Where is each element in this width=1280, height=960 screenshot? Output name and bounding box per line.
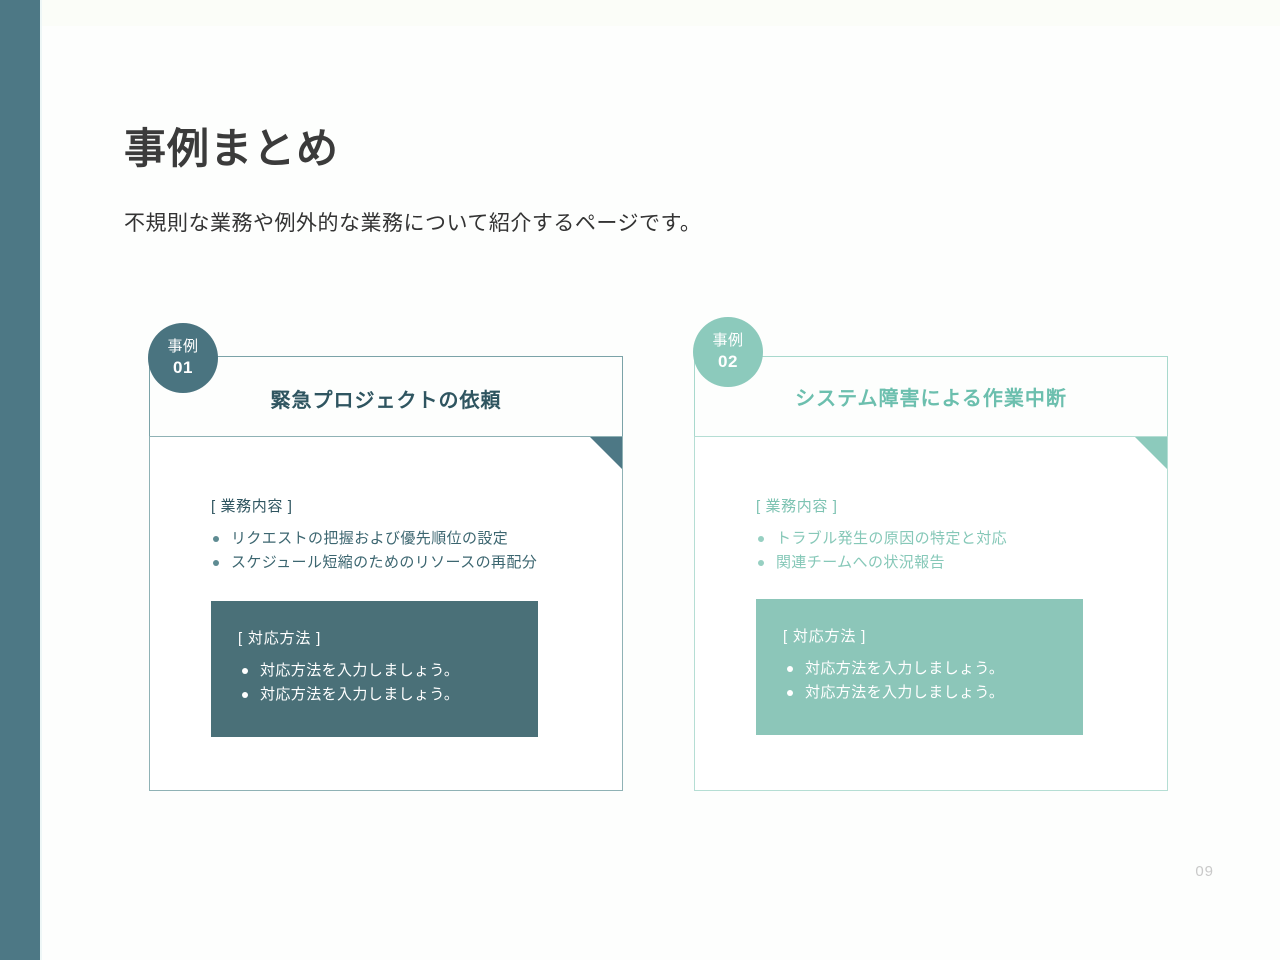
- list-item: トラブル発生の原因の特定と対応: [756, 527, 1116, 551]
- card-title: 緊急プロジェクトの依頼: [270, 390, 502, 412]
- badge-number: 02: [718, 351, 738, 371]
- duties-label: [ 業務内容 ]: [756, 498, 838, 515]
- folded-corner-icon: [1135, 437, 1167, 469]
- duties-list: トラブル発生の原因の特定と対応 関連チームへの状況報告: [756, 527, 1116, 575]
- list-item: 対応方法を入力しましょう。: [238, 683, 538, 707]
- list-item: 関連チームへの状況報告: [756, 551, 1116, 575]
- case-badge-02: 事例 02: [693, 317, 763, 387]
- case-badge-01: 事例 01: [148, 323, 218, 393]
- page-title: 事例まとめ: [124, 125, 340, 173]
- response-list: 対応方法を入力しましょう。 対応方法を入力しましょう。: [238, 659, 538, 707]
- duties-label: [ 業務内容 ]: [211, 498, 293, 515]
- page-number: 09: [1195, 863, 1214, 880]
- left-accent-stripe-edge: [40, 0, 42, 960]
- left-accent-stripe: [0, 0, 40, 960]
- response-box: [ 対応方法 ] 対応方法を入力しましょう。 対応方法を入力しましょう。: [756, 599, 1083, 735]
- response-label: [ 対応方法 ]: [783, 628, 867, 645]
- folded-corner-icon: [590, 437, 622, 469]
- duties-section: [ 業務内容 ] リクエストの把握および優先順位の設定 スケジュール短縮のための…: [211, 495, 571, 575]
- card-inner-frame: [ 業務内容 ] トラブル発生の原因の特定と対応 関連チームへの状況報告 [ 対…: [694, 436, 1168, 791]
- background-wash: [0, 0, 1280, 26]
- duties-section: [ 業務内容 ] トラブル発生の原因の特定と対応 関連チームへの状況報告: [756, 495, 1116, 575]
- badge-label: 事例: [712, 332, 744, 349]
- duties-list: リクエストの把握および優先順位の設定 スケジュール短縮のためのリソースの再配分: [211, 527, 571, 575]
- list-item: 対応方法を入力しましょう。: [783, 681, 1083, 705]
- list-item: リクエストの把握および優先順位の設定: [211, 527, 571, 551]
- list-item: スケジュール短縮のためのリソースの再配分: [211, 551, 571, 575]
- badge-number: 01: [173, 357, 193, 377]
- page-subtitle: 不規則な業務や例外的な業務について紹介するページです。: [124, 212, 702, 235]
- response-list: 対応方法を入力しましょう。 対応方法を入力しましょう。: [783, 657, 1083, 705]
- card-title: システム障害による作業中断: [795, 388, 1067, 410]
- badge-label: 事例: [167, 338, 199, 355]
- response-box: [ 対応方法 ] 対応方法を入力しましょう。 対応方法を入力しましょう。: [211, 601, 538, 737]
- card-inner-frame: [ 業務内容 ] リクエストの把握および優先順位の設定 スケジュール短縮のための…: [149, 436, 623, 791]
- response-label: [ 対応方法 ]: [238, 630, 322, 647]
- list-item: 対応方法を入力しましょう。: [238, 659, 538, 683]
- list-item: 対応方法を入力しましょう。: [783, 657, 1083, 681]
